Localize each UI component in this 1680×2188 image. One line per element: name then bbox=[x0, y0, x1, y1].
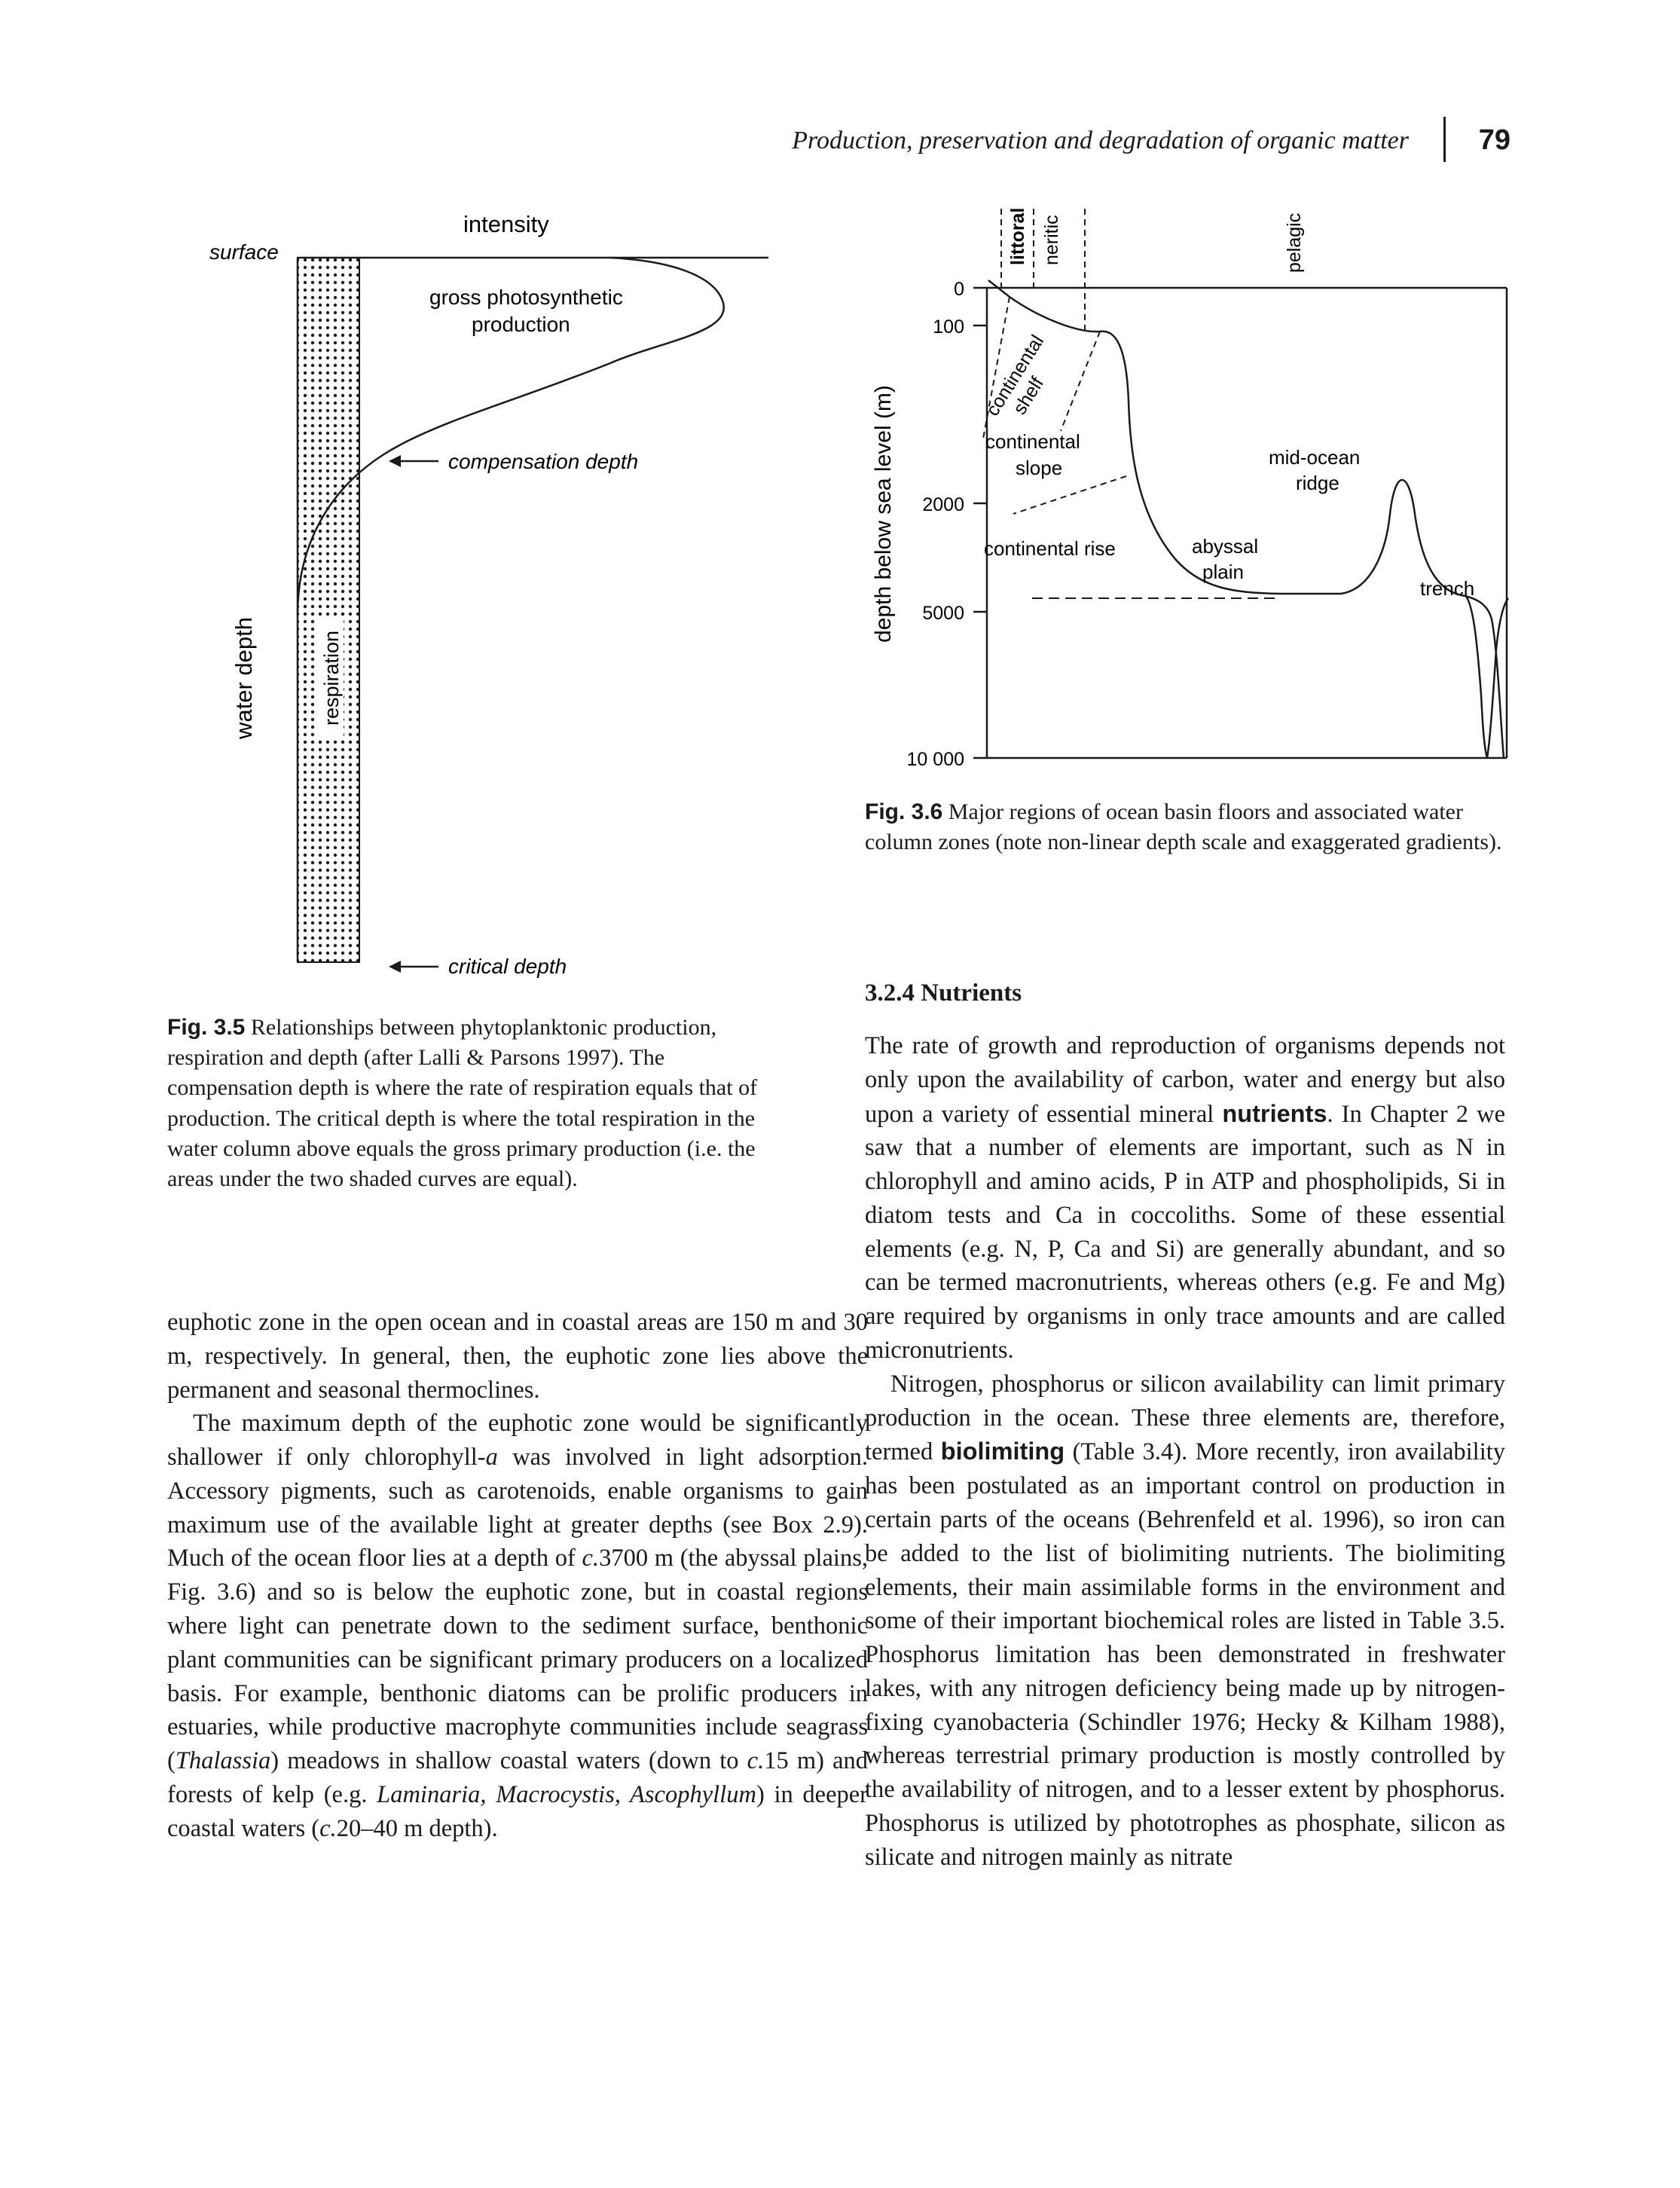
abyssal-plain-label-2: plain bbox=[1202, 561, 1244, 583]
figure-3-6-caption: Fig. 3.6 Major regions of ocean basin fl… bbox=[865, 797, 1505, 857]
abyssal-plain-label: abyssal bbox=[1192, 535, 1258, 558]
mid-ocean-ridge-label: mid-ocean bbox=[1269, 446, 1360, 469]
right-column: The rate of growth and reproduction of o… bbox=[865, 1029, 1505, 1875]
gross-production-label-2: production bbox=[472, 313, 570, 336]
water-depth-label: water depth bbox=[231, 617, 257, 740]
seafloor-profile bbox=[988, 280, 1505, 759]
intensity-label: intensity bbox=[463, 211, 549, 237]
page-number: 79 bbox=[1478, 124, 1510, 156]
left-paragraph-1: euphotic zone in the open ocean and in c… bbox=[167, 1309, 868, 1404]
respiration-column bbox=[298, 258, 359, 962]
zone-neritic-label: neritic bbox=[1041, 215, 1062, 265]
trench-label: trench bbox=[1420, 577, 1474, 600]
right-paragraph-1: The rate of growth and reproduction of o… bbox=[865, 1032, 1505, 1364]
left-paragraph-2: The maximum depth of the euphotic zone w… bbox=[167, 1410, 869, 1842]
gross-production-label: gross photosynthetic bbox=[429, 286, 623, 309]
figure-3-5-caption-label: Fig. 3.5 bbox=[167, 1015, 246, 1040]
zone-littoral-label: littoral bbox=[1007, 208, 1028, 265]
y-tick-100: 100 bbox=[933, 316, 964, 338]
figure-3-5: intensity surface gross photosynthetic p… bbox=[188, 203, 791, 995]
continental-slope-label-2: slope bbox=[1016, 457, 1062, 479]
figure-3-6-caption-text: Major regions of ocean basin floors and … bbox=[865, 799, 1502, 855]
respiration-label: respiration bbox=[320, 631, 343, 726]
surface-label: surface bbox=[209, 240, 279, 264]
y-tick-2000: 2000 bbox=[922, 494, 964, 515]
right-paragraph-2: Nitrogen, phosphorus or silicon availabi… bbox=[865, 1370, 1506, 1871]
figure-3-5-caption: Fig. 3.5 Relationships between phytoplan… bbox=[167, 1013, 785, 1194]
mid-ocean-ridge-label-2: ridge bbox=[1296, 472, 1339, 494]
zone-pelagic-label: pelagic bbox=[1284, 213, 1305, 273]
y-tick-10000: 10 000 bbox=[907, 749, 964, 770]
header-divider bbox=[1443, 117, 1446, 162]
running-header-title: Production, preservation and degradation… bbox=[792, 127, 1409, 154]
trench-profile bbox=[1464, 594, 1510, 759]
y-axis-label: depth below sea level (m) bbox=[871, 385, 896, 643]
figure-3-6-caption-label: Fig. 3.6 bbox=[865, 799, 943, 824]
compensation-depth-label: compensation depth bbox=[448, 450, 638, 473]
y-tick-5000: 5000 bbox=[922, 603, 964, 624]
continental-slope-label: continental bbox=[985, 430, 1080, 453]
y-tick-0: 0 bbox=[954, 279, 964, 300]
continental-rise-label: continental rise bbox=[984, 537, 1116, 560]
figure-3-5-caption-text: Relationships between phytoplanktonic pr… bbox=[167, 1015, 758, 1191]
left-column: euphotic zone in the open ocean and in c… bbox=[167, 1306, 868, 1846]
section-heading: 3.2.4 Nutrients bbox=[865, 979, 1022, 1007]
critical-depth-label: critical depth bbox=[448, 955, 567, 978]
production-curve bbox=[296, 256, 725, 616]
figure-3-6: 0 100 2000 5000 10 000 depth below sea l… bbox=[859, 197, 1514, 770]
